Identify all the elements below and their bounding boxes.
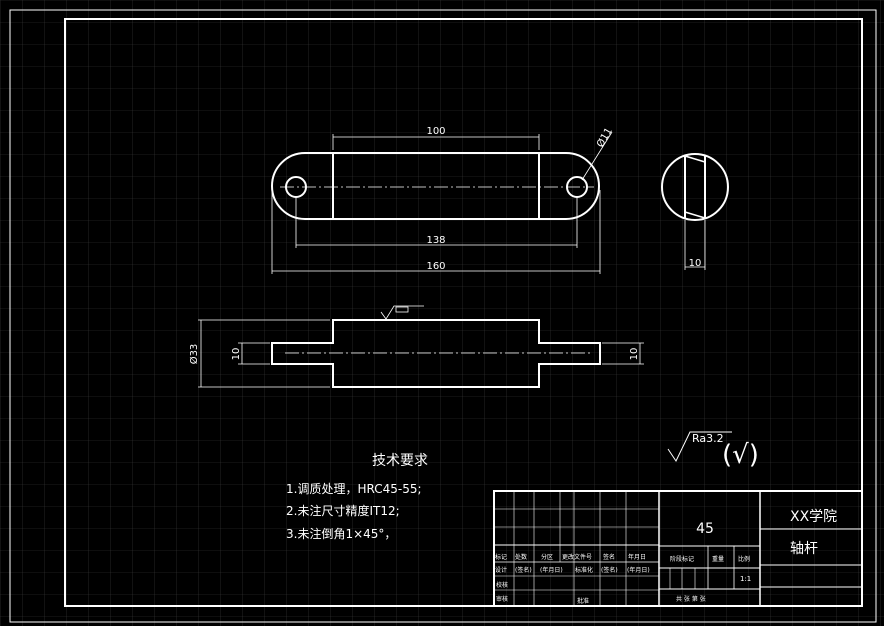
dimension-10-left-label: 10 xyxy=(231,348,242,361)
roughness-paren: (√) xyxy=(722,440,759,470)
label-date: 年月日 xyxy=(628,553,646,561)
title-block xyxy=(493,490,863,607)
label-stage: 阶段标记 xyxy=(670,555,694,563)
drawing-border xyxy=(64,18,863,607)
title-block-design-row: 设计 (签名) (年月日) 标准化 (签名) (年月日) xyxy=(495,566,650,574)
tech-req-item-1: 1.调质处理，HRC45-55; xyxy=(286,482,422,496)
dimension-138-label: 138 xyxy=(426,235,445,246)
outer-frame xyxy=(9,9,877,623)
dimension-d33-label: Ø33 xyxy=(188,344,200,365)
label-check: 校核 xyxy=(496,581,508,589)
label-mark: 标记 xyxy=(495,553,507,561)
title-block-header-labels: 标记 处数 分区 更改文件号 签名 年月日 xyxy=(495,553,646,561)
hole-leader-line xyxy=(581,131,613,181)
roughness-label: Ra3.2 xyxy=(692,432,724,445)
sheets-info: 共 张 第 张 xyxy=(676,595,706,603)
front-view-outline xyxy=(271,319,601,388)
scale-value: 1:1 xyxy=(740,575,751,583)
dimension-100 xyxy=(332,134,540,150)
label-zone: 分区 xyxy=(541,553,553,561)
label-approve: 批准 xyxy=(577,597,589,605)
label-sign: 签名 xyxy=(603,553,615,561)
dimension-10-side xyxy=(684,220,706,270)
label-scale: 比例 xyxy=(738,555,750,563)
dimension-10-right-label: 10 xyxy=(629,348,640,361)
tech-req-item-3: 3.未注倒角1×45°， xyxy=(286,526,396,541)
side-view-break-top xyxy=(684,155,706,163)
dimension-10-left xyxy=(238,342,270,365)
label-review: 审核 xyxy=(496,595,508,603)
school-name: XX学院 xyxy=(790,509,837,525)
dimension-160-label: 160 xyxy=(426,261,445,272)
dimension-10-side-label: 10 xyxy=(689,258,702,269)
label-weight: 重量 xyxy=(712,555,724,563)
dimension-160 xyxy=(271,190,601,274)
side-view-circle xyxy=(661,153,729,221)
top-view-center-body xyxy=(332,152,540,220)
top-view xyxy=(271,152,600,220)
label-standard-date: (年月日) xyxy=(627,566,650,574)
label-design-sign: (签名) xyxy=(515,566,532,574)
label-count: 处数 xyxy=(515,553,527,561)
part-name: 轴杆 xyxy=(790,541,818,557)
dimension-10-right xyxy=(602,342,644,365)
label-design: 设计 xyxy=(495,566,507,574)
roughness-symbol-general xyxy=(667,431,732,463)
front-view xyxy=(271,319,601,388)
label-design-date: (年月日) xyxy=(540,566,563,574)
dimension-138 xyxy=(295,197,578,248)
roughness-symbol-small xyxy=(380,305,424,320)
label-standard: 标准化 xyxy=(575,566,593,574)
label-change-doc: 更改文件号 xyxy=(562,553,592,561)
top-view-outline xyxy=(271,152,600,220)
label-standard-sign: (签名) xyxy=(601,566,618,574)
tech-req-title: 技术要求 xyxy=(372,453,428,469)
material-value: 45 xyxy=(696,521,714,537)
tech-req-item-2: 2.未注尺寸精度IT12; xyxy=(286,503,400,518)
side-view-break-bottom xyxy=(684,211,706,219)
side-view xyxy=(661,153,729,221)
dimension-d33 xyxy=(198,319,330,388)
dimension-100-label: 100 xyxy=(426,126,445,137)
